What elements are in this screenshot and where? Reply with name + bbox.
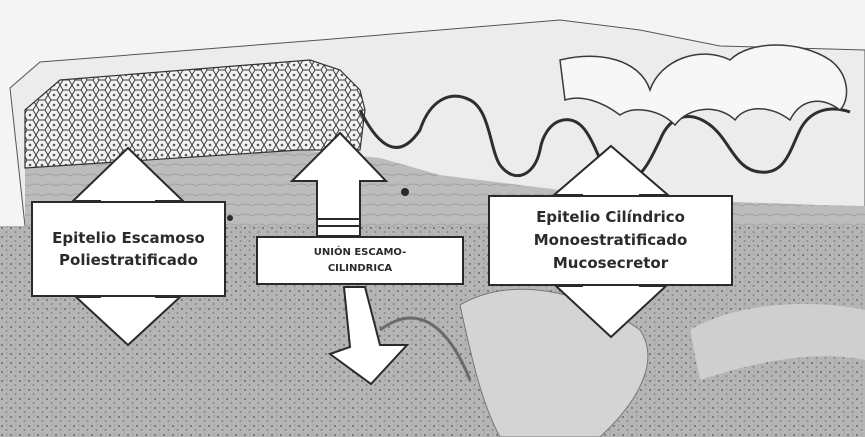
squamocolumnar-junction-label: UNIÓN ESCAMO- CILINDRICA <box>256 236 464 285</box>
label-line: UNIÓN ESCAMO- <box>314 245 406 261</box>
label-line: Poliestratificado <box>52 249 205 271</box>
label-line: CILINDRICA <box>314 261 406 277</box>
label-line: Monoestratificado <box>534 229 688 252</box>
label-line: Epitelio Cilíndrico <box>534 206 688 229</box>
label-line: Mucosecretor <box>534 252 688 275</box>
columnar-epithelium-label: Epitelio Cilíndrico Monoestratificado Mu… <box>488 195 733 286</box>
squamous-epithelium-label: Epitelio Escamoso Poliestratificado <box>31 201 226 297</box>
label-line: Epitelio Escamoso <box>52 227 205 249</box>
